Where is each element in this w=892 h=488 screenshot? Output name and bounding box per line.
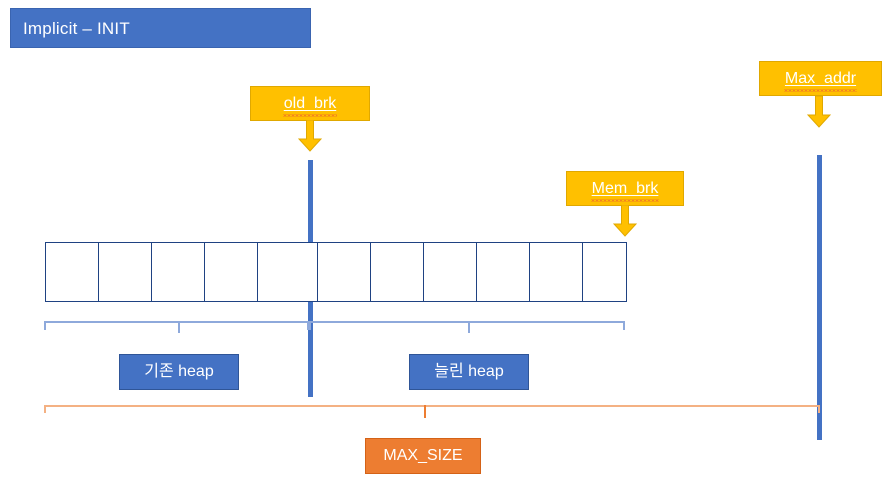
- region-label-existing-heap-text: 기존 heap: [144, 363, 214, 380]
- memory-block-cell: [205, 243, 258, 301]
- memory-block-cell: [424, 243, 477, 301]
- memory-block-grid: [45, 242, 627, 302]
- memory-block-cell: [152, 243, 205, 301]
- max-size-bracket-tick: [424, 405, 426, 418]
- expanded-heap-bracket-tick: [468, 321, 470, 333]
- pointer-label-max-addr-text: Max_addr: [783, 69, 858, 92]
- existing-heap-bracket: [44, 321, 309, 330]
- max-size-bracket: [44, 405, 820, 413]
- memory-block-cell: [477, 243, 530, 301]
- pointer-label-mem-brk-text: Mem_brk: [590, 179, 660, 202]
- memory-block-cell: [371, 243, 424, 301]
- mem-brk-down-arrow-icon: [612, 204, 638, 237]
- pointer-label-max-addr: Max_addr: [759, 61, 882, 96]
- region-label-expanded-heap: 늘린 heap: [409, 354, 529, 390]
- memory-block-cell: [530, 243, 583, 301]
- max-addr-boundary-line: [817, 155, 822, 440]
- memory-block-cell: [258, 243, 318, 301]
- region-label-expanded-heap-text: 늘린 heap: [434, 363, 504, 380]
- region-label-existing-heap: 기존 heap: [119, 354, 239, 390]
- pointer-label-old-brk: old_brk: [250, 86, 370, 121]
- page-title: Implicit – INIT: [23, 18, 130, 38]
- memory-block-cell: [46, 243, 99, 301]
- existing-heap-bracket-tick: [178, 321, 180, 333]
- memory-block-cell: [99, 243, 152, 301]
- memory-block-cell: [583, 243, 626, 301]
- pointer-label-old-brk-text: old_brk: [282, 94, 338, 117]
- old-brk-down-arrow-icon: [297, 119, 323, 152]
- pointer-label-mem-brk: Mem_brk: [566, 171, 684, 206]
- slide-title-box: Implicit – INIT: [10, 8, 311, 48]
- memory-block-cell: [318, 243, 371, 301]
- region-label-max-size-text: MAX_SIZE: [383, 447, 463, 464]
- max-addr-down-arrow-icon: [806, 95, 832, 128]
- region-label-max-size: MAX_SIZE: [365, 438, 481, 474]
- expanded-heap-bracket: [309, 321, 625, 330]
